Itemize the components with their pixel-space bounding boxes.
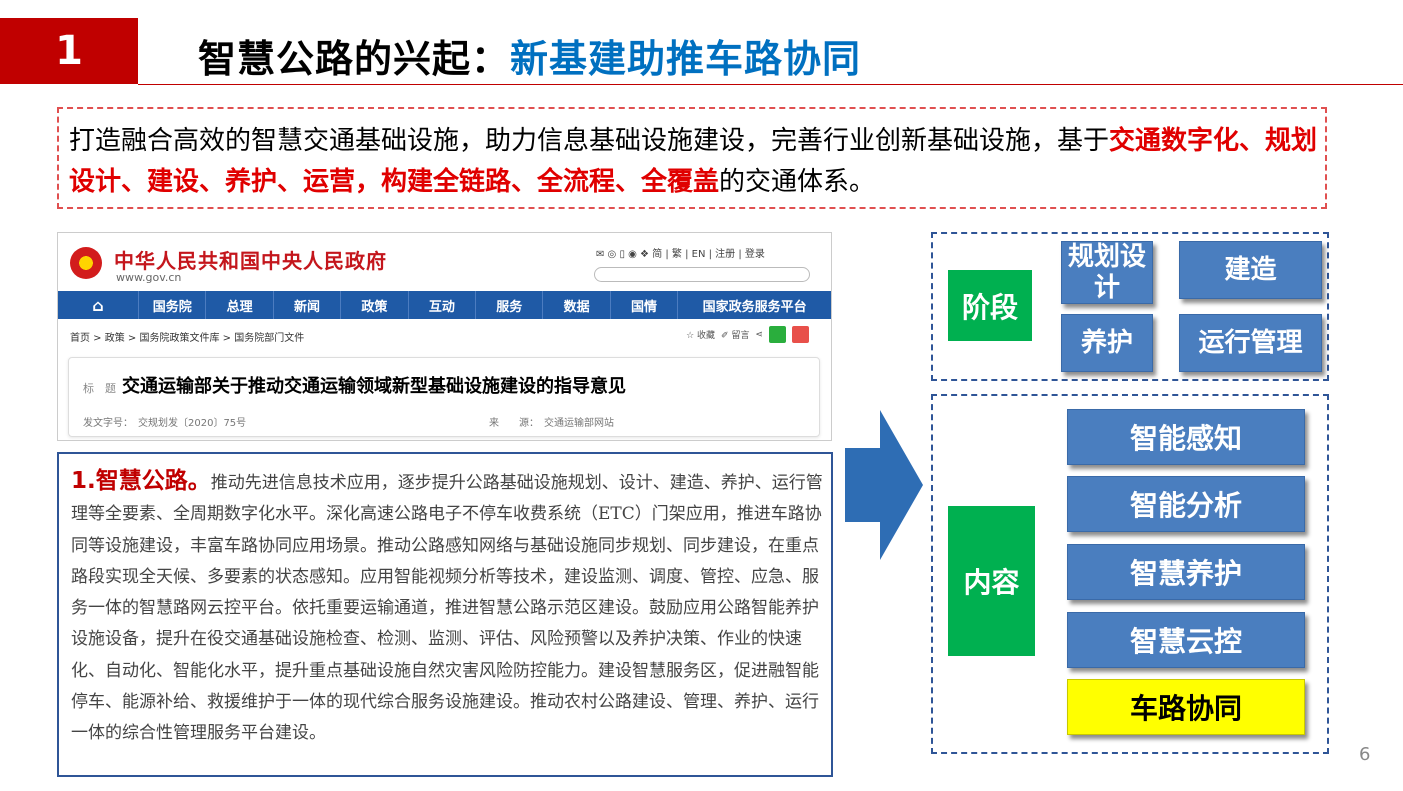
- content-item-smart-sensing: 智能感知: [1067, 409, 1305, 465]
- weibo-icon: [792, 326, 809, 343]
- page-title: 智慧公路的兴起：新基建助推车路协同: [198, 28, 861, 83]
- intro-text-1: 打造融合高效的智慧交通基础设施，助力信息基础设施建设，完善行业创新基础设施，基于: [69, 126, 1110, 156]
- header-divider: [138, 84, 1403, 85]
- gov-top-links: ✉ ◎ ▯ ◉ ❖ 简 | 繁 | EN | 注册 | 登录: [596, 249, 765, 260]
- gov-nav-item: 政策: [340, 291, 407, 319]
- gov-nav-item: 国家政务服务平台: [677, 291, 831, 319]
- gov-nav-item: 新闻: [272, 291, 340, 319]
- gov-nav-item: 数据: [542, 291, 609, 319]
- gov-nav-item: 互动: [407, 291, 475, 319]
- tiananmen-icon: ⌂: [92, 295, 104, 315]
- national-emblem-icon: [70, 247, 102, 279]
- gov-website-screenshot: 中华人民共和国中央人民政府 www.gov.cn ✉ ◎ ▯ ◉ ❖ 简 | 繁…: [57, 232, 832, 441]
- stage-item-planning-design: 规划设计: [1061, 241, 1153, 304]
- intro-text-highlight: 交通数字化、规划设计、建设、养护、运营，构建全链路、全流程、全覆盖: [69, 126, 1318, 197]
- content-item-smart-analysis: 智能分析: [1067, 476, 1305, 532]
- collect-link: ☆ 收藏: [686, 331, 716, 341]
- policy-lead: 1.智慧公路。: [71, 468, 211, 494]
- gov-doc-card: 标 题交通运输部关于推动交通运输领域新型基础设施建设的指导意见 发文字号： 交规…: [68, 357, 820, 437]
- page-number: 6: [1359, 744, 1371, 765]
- gov-nav-item: 总理: [205, 291, 272, 319]
- share-icon: ⋖: [755, 329, 763, 340]
- doc-number: 发文字号： 交规划发〔2020〕75号: [83, 418, 247, 429]
- gov-nav-item: 服务: [475, 291, 542, 319]
- doc-source: 来 源： 交通运输部网站: [489, 418, 614, 429]
- gov-search-input: [594, 267, 810, 282]
- title-main: 智慧公路的兴起：: [198, 37, 511, 81]
- gov-breadcrumb: 首页 > 政策 > 国务院政策文件库 > 国务院部门文件 ☆ 收藏 ✐ 留言 ⋖: [58, 319, 831, 349]
- wechat-icon: [769, 326, 786, 343]
- doc-title-label: 标 题: [83, 382, 116, 395]
- gov-url: www.gov.cn: [116, 271, 182, 284]
- gov-breadcrumb-text: 首页 > 政策 > 国务院政策文件库 > 国务院部门文件: [70, 333, 305, 344]
- gov-header: 中华人民共和国中央人民政府 www.gov.cn ✉ ◎ ▯ ◉ ❖ 简 | 繁…: [58, 233, 831, 291]
- content-label: 内容: [948, 506, 1035, 656]
- gov-tools: ☆ 收藏 ✐ 留言 ⋖: [686, 326, 809, 343]
- gov-nav-item: 国情: [609, 291, 677, 319]
- message-link: ✐ 留言: [721, 331, 750, 341]
- stage-label: 阶段: [948, 270, 1032, 341]
- policy-text-box: 1.智慧公路。推动先进信息技术应用，逐步提升公路基础设施规划、设计、建造、养护、…: [57, 452, 833, 777]
- doc-title: 交通运输部关于推动交通运输领域新型基础设施建设的指导意见: [122, 376, 626, 397]
- content-panel: [931, 394, 1329, 754]
- gov-nav-item: 国务院: [138, 291, 205, 319]
- gov-site-name: 中华人民共和国中央人民政府: [114, 249, 387, 273]
- content-item-smart-cloud-control: 智慧云控: [1067, 612, 1305, 668]
- doc-title-row: 标 题交通运输部关于推动交通运输领域新型基础设施建设的指导意见: [83, 372, 626, 398]
- gov-nav-bar: ⌂ 国务院 总理 新闻 政策 互动 服务 数据 国情 国家政务服务平台: [58, 291, 831, 319]
- right-arrow-icon: [845, 410, 923, 560]
- section-number: 1: [0, 18, 138, 84]
- content-item-smart-maintenance: 智慧养护: [1067, 544, 1305, 600]
- title-highlight: 新基建助推车路协同: [510, 37, 862, 81]
- policy-text: 推动先进信息技术应用，逐步提升公路基础设施规划、设计、建造、养护、运行管理等全要…: [71, 473, 823, 744]
- stage-item-maintenance: 养护: [1061, 314, 1153, 372]
- intro-box: 打造融合高效的智慧交通基础设施，助力信息基础设施建设，完善行业创新基础设施，基于…: [57, 107, 1327, 209]
- stage-item-operation: 运行管理: [1179, 314, 1322, 372]
- stage-item-construction: 建造: [1179, 241, 1322, 299]
- stage-panel: [931, 232, 1329, 381]
- content-item-vehicle-road-coordination: 车路协同: [1067, 679, 1305, 735]
- intro-text-3: 的交通体系。: [719, 167, 876, 197]
